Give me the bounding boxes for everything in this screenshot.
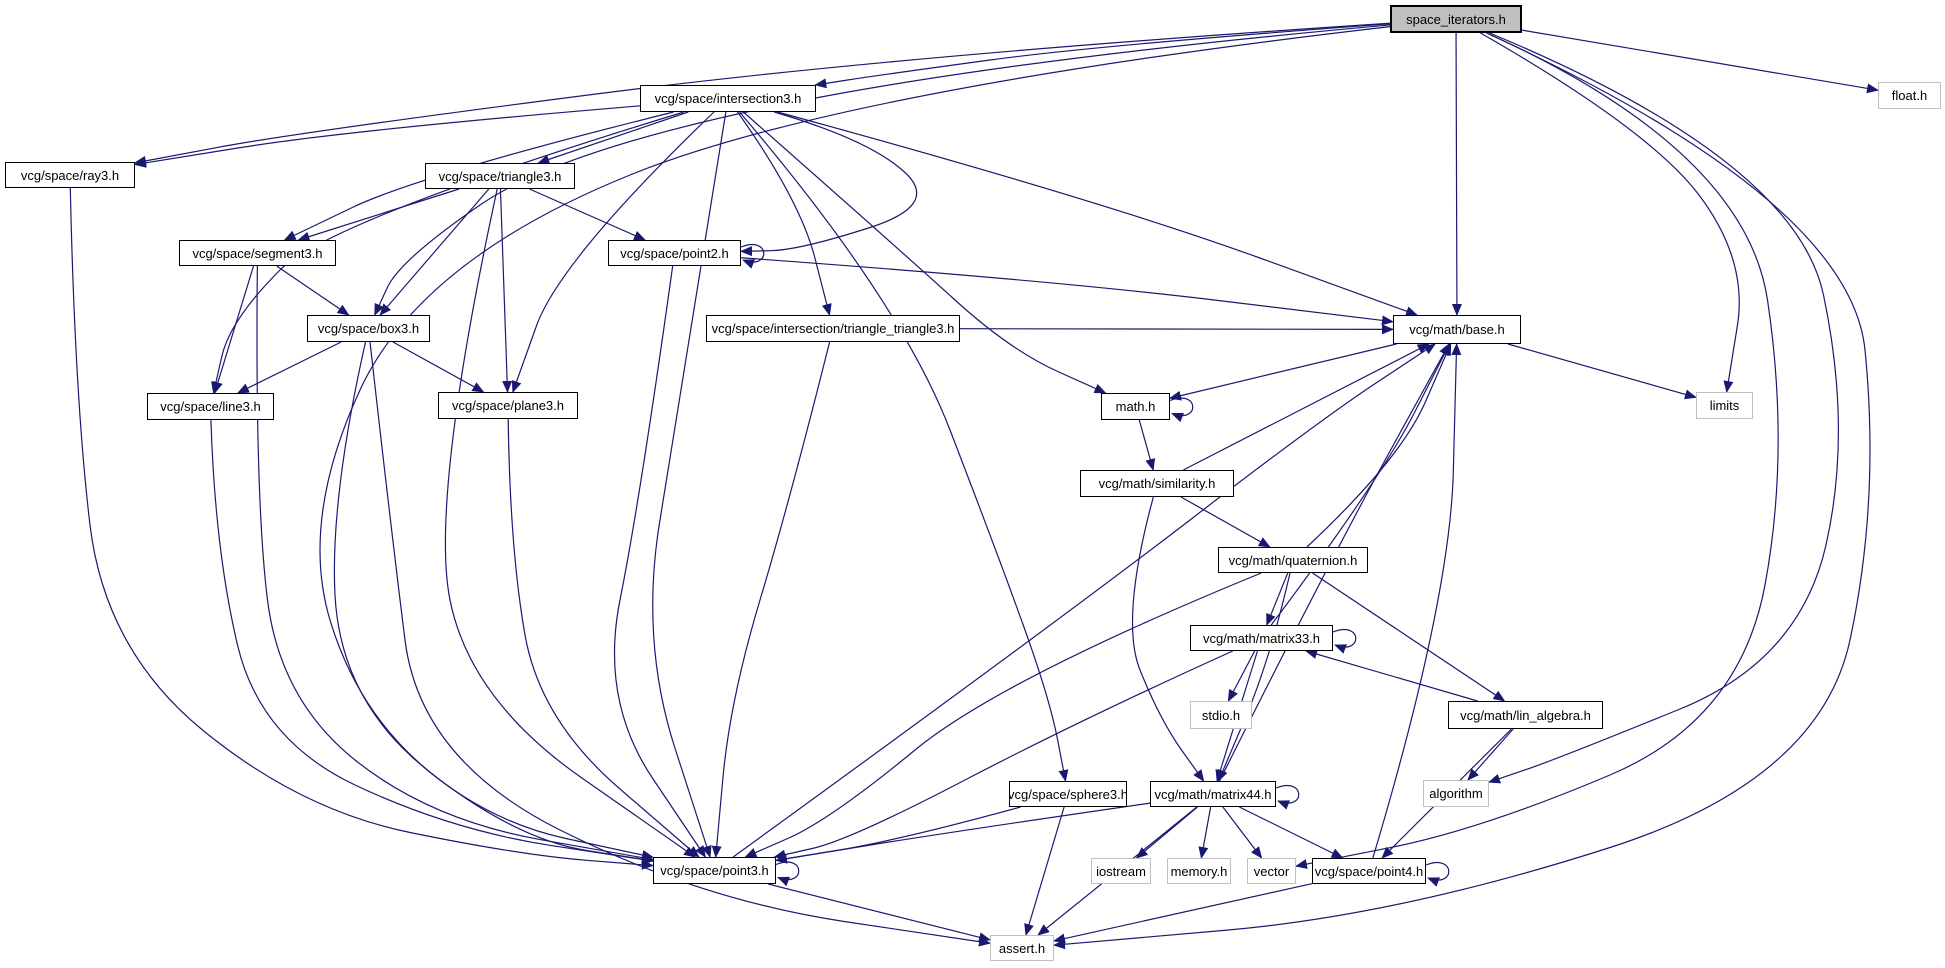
graph-node-plane3[interactable]: vcg/space/plane3.h xyxy=(438,392,578,419)
edge-triangle3-to-plane3 xyxy=(499,188,513,393)
edge-space_iterators-to-limits xyxy=(1480,32,1740,393)
edge-line3-to-point3 xyxy=(210,419,654,865)
edge-quaternion-to-lin_algebra xyxy=(1312,572,1506,702)
edge-space_iterators-to-box3 xyxy=(374,24,1391,316)
graph-node-stdio: stdio.h xyxy=(1190,701,1252,729)
graph-node-point4[interactable]: vcg/space/point4.h xyxy=(1312,858,1426,884)
edge-box3-to-point3 xyxy=(333,341,654,860)
edge-math_h-to-similarity xyxy=(1138,419,1156,471)
edge-matrix33-to-stdio xyxy=(1227,650,1256,702)
graph-node-quaternion[interactable]: vcg/math/quaternion.h xyxy=(1218,547,1368,573)
graph-node-box3[interactable]: vcg/space/box3.h xyxy=(307,315,430,342)
edge-intersection3-to-point3 xyxy=(652,111,727,858)
edge-segment3-to-point3 xyxy=(256,265,654,863)
self-loop-math_h xyxy=(1169,397,1194,423)
edge-space_iterators-to-intersection3 xyxy=(814,23,1391,89)
edge-plane3-to-point3 xyxy=(507,418,700,858)
graph-node-vector: vector xyxy=(1247,858,1296,884)
edge-quaternion-to-matrix33 xyxy=(1266,572,1289,626)
self-loop-point3 xyxy=(775,861,800,887)
graph-node-intersection3[interactable]: vcg/space/intersection3.h xyxy=(640,85,816,112)
edge-matrix44-to-point3 xyxy=(775,802,1151,864)
graph-node-float_h: float.h xyxy=(1878,82,1941,109)
edge-triangle_triangle3-to-point3 xyxy=(711,341,831,858)
edge-space_iterators-to-vector xyxy=(1295,32,1779,869)
edge-space_iterators-to-assert xyxy=(1053,32,1871,950)
graph-node-triangle_triangle3[interactable]: vcg/space/intersection/triangle_triangle… xyxy=(706,315,960,342)
edge-intersection3-to-ray3 xyxy=(134,105,641,168)
edge-triangle3-to-segment3 xyxy=(297,188,460,242)
edge-matrix44-to-memory xyxy=(1198,806,1212,859)
edge-lin_algebra-to-matrix33 xyxy=(1305,649,1478,702)
edge-quaternion-to-matrix44 xyxy=(1217,572,1291,782)
edge-point2-to-base xyxy=(740,257,1394,326)
edge-similarity-to-base xyxy=(1183,343,1430,471)
graph-node-lin_algebra[interactable]: vcg/math/lin_algebra.h xyxy=(1448,701,1603,729)
edge-intersection3-to-plane3 xyxy=(511,111,715,393)
graph-node-iostream: iostream xyxy=(1091,858,1151,884)
graph-node-triangle3[interactable]: vcg/space/triangle3.h xyxy=(425,163,575,189)
edge-matrix44-to-point4 xyxy=(1239,806,1344,859)
edge-box3-to-plane3 xyxy=(392,341,485,393)
edge-point2-to-point3 xyxy=(613,265,706,858)
edge-matrix44-to-iostream xyxy=(1135,806,1198,859)
edge-point3-to-base xyxy=(732,343,1436,858)
edge-sphere3-to-point3 xyxy=(775,806,1021,864)
graph-node-sphere3[interactable]: vcg/space/sphere3.h xyxy=(1009,781,1127,807)
graph-node-matrix44[interactable]: vcg/math/matrix44.h xyxy=(1150,781,1276,807)
edge-matrix33-to-point3 xyxy=(773,650,1233,860)
graph-node-matrix33[interactable]: vcg/math/matrix33.h xyxy=(1190,625,1333,651)
edge-sphere3-to-assert xyxy=(1024,806,1065,936)
edge-space_iterators-to-algorithm xyxy=(1488,32,1839,784)
graph-node-space_iterators: space_iterators.h xyxy=(1390,5,1522,33)
edge-matrix33-to-base xyxy=(1270,343,1451,626)
edge-box3-to-line3 xyxy=(236,341,342,394)
graph-node-ray3[interactable]: vcg/space/ray3.h xyxy=(5,162,135,188)
edge-triangle3-to-point2 xyxy=(529,188,646,241)
edge-triangle_triangle3-to-base xyxy=(959,324,1394,335)
edge-intersection3-to-triangle3 xyxy=(537,111,689,165)
graph-node-segment3[interactable]: vcg/space/segment3.h xyxy=(179,240,336,266)
graph-node-algorithm: algorithm xyxy=(1423,780,1489,807)
edge-ray3-to-point3 xyxy=(69,187,654,870)
edge-box3-to-assert xyxy=(369,341,991,947)
self-loop-matrix33 xyxy=(1332,629,1357,654)
edge-point3-to-assert xyxy=(767,883,991,943)
self-loop-matrix44 xyxy=(1275,785,1300,810)
self-loop-point4 xyxy=(1425,862,1450,887)
edge-matrix44-to-vector xyxy=(1222,806,1263,859)
edge-quaternion-to-point3 xyxy=(744,572,1262,858)
edge-base-to-limits xyxy=(1507,343,1697,400)
edge-intersection3-to-point2 xyxy=(740,111,918,257)
edge-point4-to-assert xyxy=(1053,883,1313,944)
edge-intersection3-to-base xyxy=(777,111,1418,316)
edge-intersection3-to-math_h xyxy=(742,111,1107,394)
edge-segment3-to-box3 xyxy=(276,265,350,316)
edge-space_iterators-to-float_h xyxy=(1521,29,1879,94)
graph-node-base[interactable]: vcg/math/base.h xyxy=(1393,315,1521,344)
edge-point4-to-base xyxy=(1372,343,1462,859)
edge-base-to-math_h xyxy=(1169,343,1397,401)
edge-triangle3-to-box3 xyxy=(379,188,490,316)
graph-node-math_h[interactable]: math.h xyxy=(1101,393,1170,420)
edge-similarity-to-quaternion xyxy=(1180,496,1271,548)
edge-quaternion-to-base xyxy=(1306,343,1452,548)
graph-node-assert: assert.h xyxy=(990,935,1054,961)
edge-triangle3-to-point3 xyxy=(444,188,696,858)
graph-node-point3[interactable]: vcg/space/point3.h xyxy=(653,857,776,884)
graph-node-memory: memory.h xyxy=(1167,858,1231,884)
edge-space_iterators-to-base xyxy=(1451,32,1462,316)
edge-lin_algebra-to-algorithm xyxy=(1467,728,1514,781)
edge-segment3-to-line3 xyxy=(213,265,255,394)
edge-space_iterators-to-point3 xyxy=(319,26,1391,865)
graph-node-point2[interactable]: vcg/space/point2.h xyxy=(608,240,741,266)
graph-node-similarity[interactable]: vcg/math/similarity.h xyxy=(1080,470,1234,497)
graph-node-limits: limits xyxy=(1696,392,1753,419)
graph-node-line3[interactable]: vcg/space/line3.h xyxy=(147,393,274,420)
edge-intersection3-to-sphere3 xyxy=(739,111,1069,782)
self-loop-point2 xyxy=(740,244,765,269)
edge-intersection3-to-triangle_triangle3 xyxy=(737,111,832,316)
